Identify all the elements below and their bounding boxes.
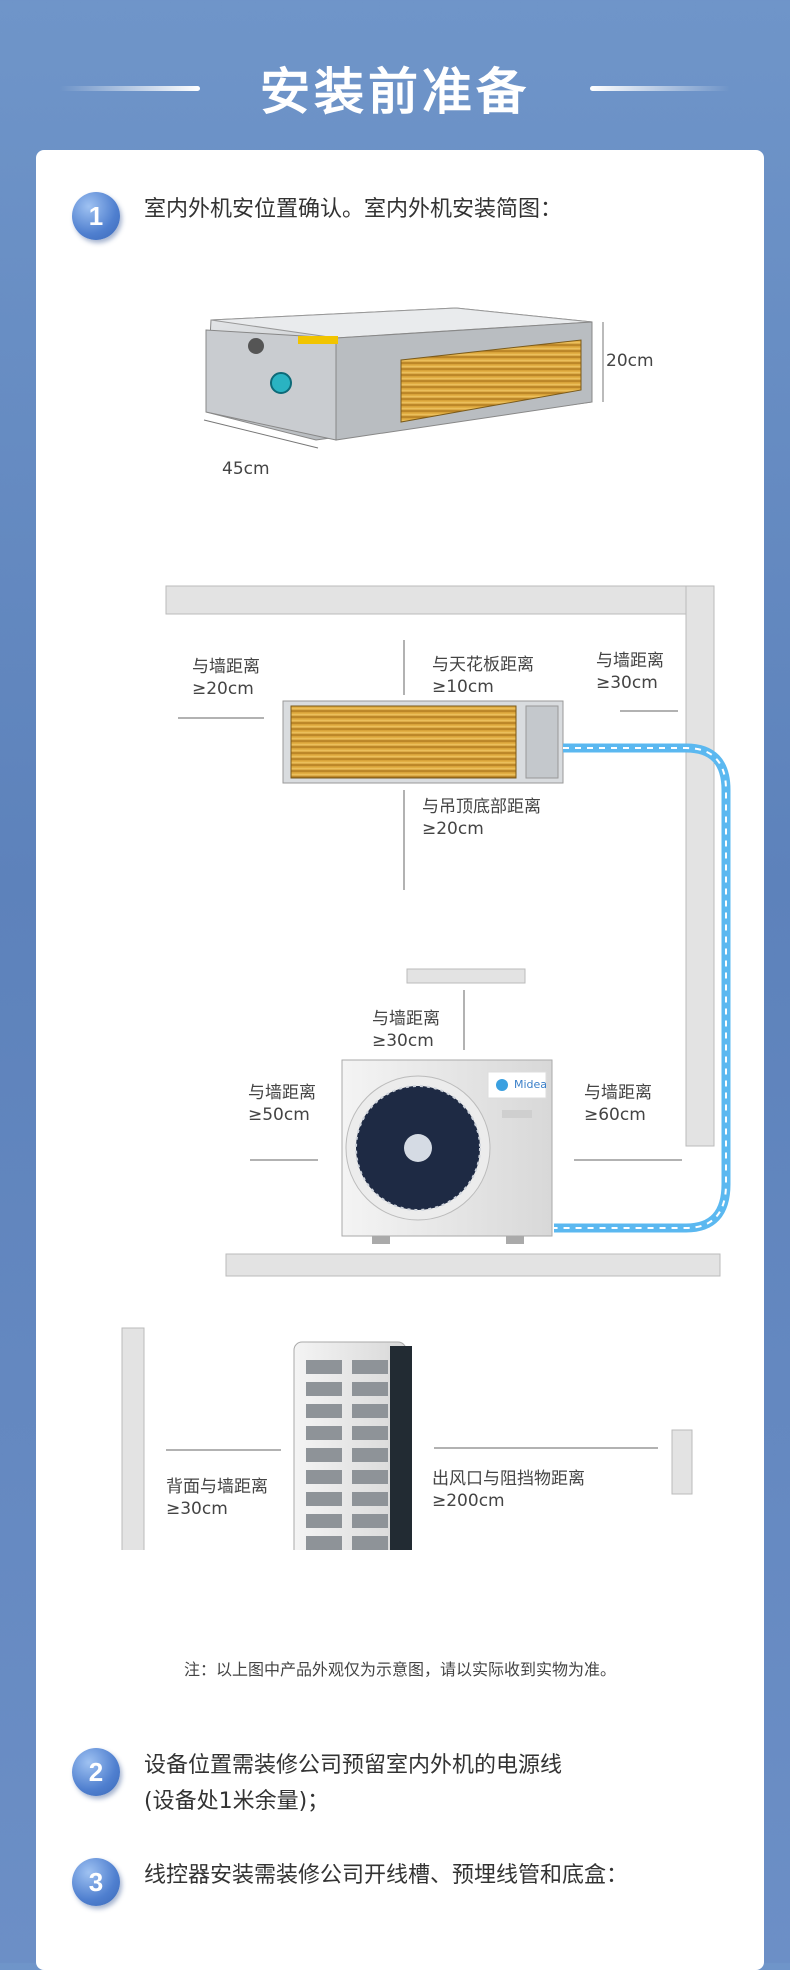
page-title: 安装前准备 bbox=[260, 63, 530, 121]
step-number-badge: 2 bbox=[72, 1748, 120, 1796]
outdoor-top-title: 与墙距离 bbox=[372, 1009, 440, 1029]
title-decoration-left bbox=[60, 86, 200, 91]
title-decoration-right bbox=[590, 86, 730, 91]
step-2: 2 设备位置需装修公司预留室内外机的电源线 (设备处1米余量)； bbox=[72, 1748, 562, 1820]
room-walls bbox=[165, 585, 721, 1277]
indoor-left-title: 与墙距离 bbox=[192, 657, 260, 677]
outdoor-right-value: ≥60cm bbox=[584, 1105, 646, 1125]
indoor-bottom-value: ≥20cm bbox=[422, 819, 484, 839]
clearance-arrows bbox=[166, 640, 682, 1451]
indoor-unit-front bbox=[282, 700, 564, 784]
indoor-bottom-title: 与吊顶底部距离 bbox=[422, 797, 541, 817]
side-view-walls bbox=[121, 1327, 693, 1550]
outdoor-unit-side bbox=[293, 1341, 412, 1550]
side-back-value: ≥30cm bbox=[166, 1499, 228, 1519]
indoor-depth-label: 45cm bbox=[222, 459, 270, 479]
indoor-right-value: ≥30cm bbox=[596, 673, 658, 693]
side-back-title: 背面与墙距离 bbox=[166, 1477, 268, 1497]
step-3: 3 线控器安装需装修公司开线槽、预埋线管和底盒： bbox=[72, 1858, 628, 1906]
step-text: 线控器安装需装修公司开线槽、预埋线管和底盒： bbox=[144, 1863, 629, 1888]
content-card: 1 室内外机安位置确认。室内外机安装简图： bbox=[36, 150, 764, 1970]
indoor-height-label: 20cm bbox=[606, 351, 654, 371]
disclaimer-note: 注：以上图中产品外观仅为示意图，请以实际收到实物为准。 bbox=[183, 1660, 616, 1679]
step-number-badge: 3 bbox=[72, 1858, 120, 1906]
step-text-line-1: 设备位置需装修公司预留室内外机的电源线 bbox=[144, 1753, 563, 1778]
indoor-top-title: 与天花板距离 bbox=[432, 655, 534, 675]
outdoor-top-value: ≥30cm bbox=[372, 1031, 434, 1051]
step-text: 室内外机安位置确认。室内外机安装简图： bbox=[144, 197, 563, 222]
header: 安装前准备 bbox=[0, 0, 790, 150]
indoor-unit-3d bbox=[203, 307, 604, 449]
indoor-top-value: ≥10cm bbox=[432, 677, 494, 697]
step-number-badge: 1 bbox=[72, 192, 120, 240]
step-1: 1 室内外机安位置确认。室内外机安装简图： bbox=[72, 192, 562, 240]
step-text: 设备位置需装修公司预留室内外机的电源线 (设备处1米余量)； bbox=[144, 1748, 562, 1820]
indoor-right-title: 与墙距离 bbox=[596, 651, 664, 671]
brand-logo: Midea bbox=[514, 1078, 548, 1091]
outdoor-unit-front bbox=[341, 1059, 553, 1244]
step-text-line-2: (设备处1米余量)； bbox=[144, 1789, 330, 1814]
installation-diagram bbox=[121, 307, 731, 1550]
outdoor-right-title: 与墙距离 bbox=[584, 1083, 652, 1103]
outdoor-left-title: 与墙距离 bbox=[248, 1083, 316, 1103]
outdoor-left-value: ≥50cm bbox=[248, 1105, 310, 1125]
indoor-left-value: ≥20cm bbox=[192, 679, 254, 699]
side-front-title: 出风口与阻挡物距离 bbox=[432, 1469, 585, 1489]
side-front-value: ≥200cm bbox=[432, 1491, 505, 1511]
